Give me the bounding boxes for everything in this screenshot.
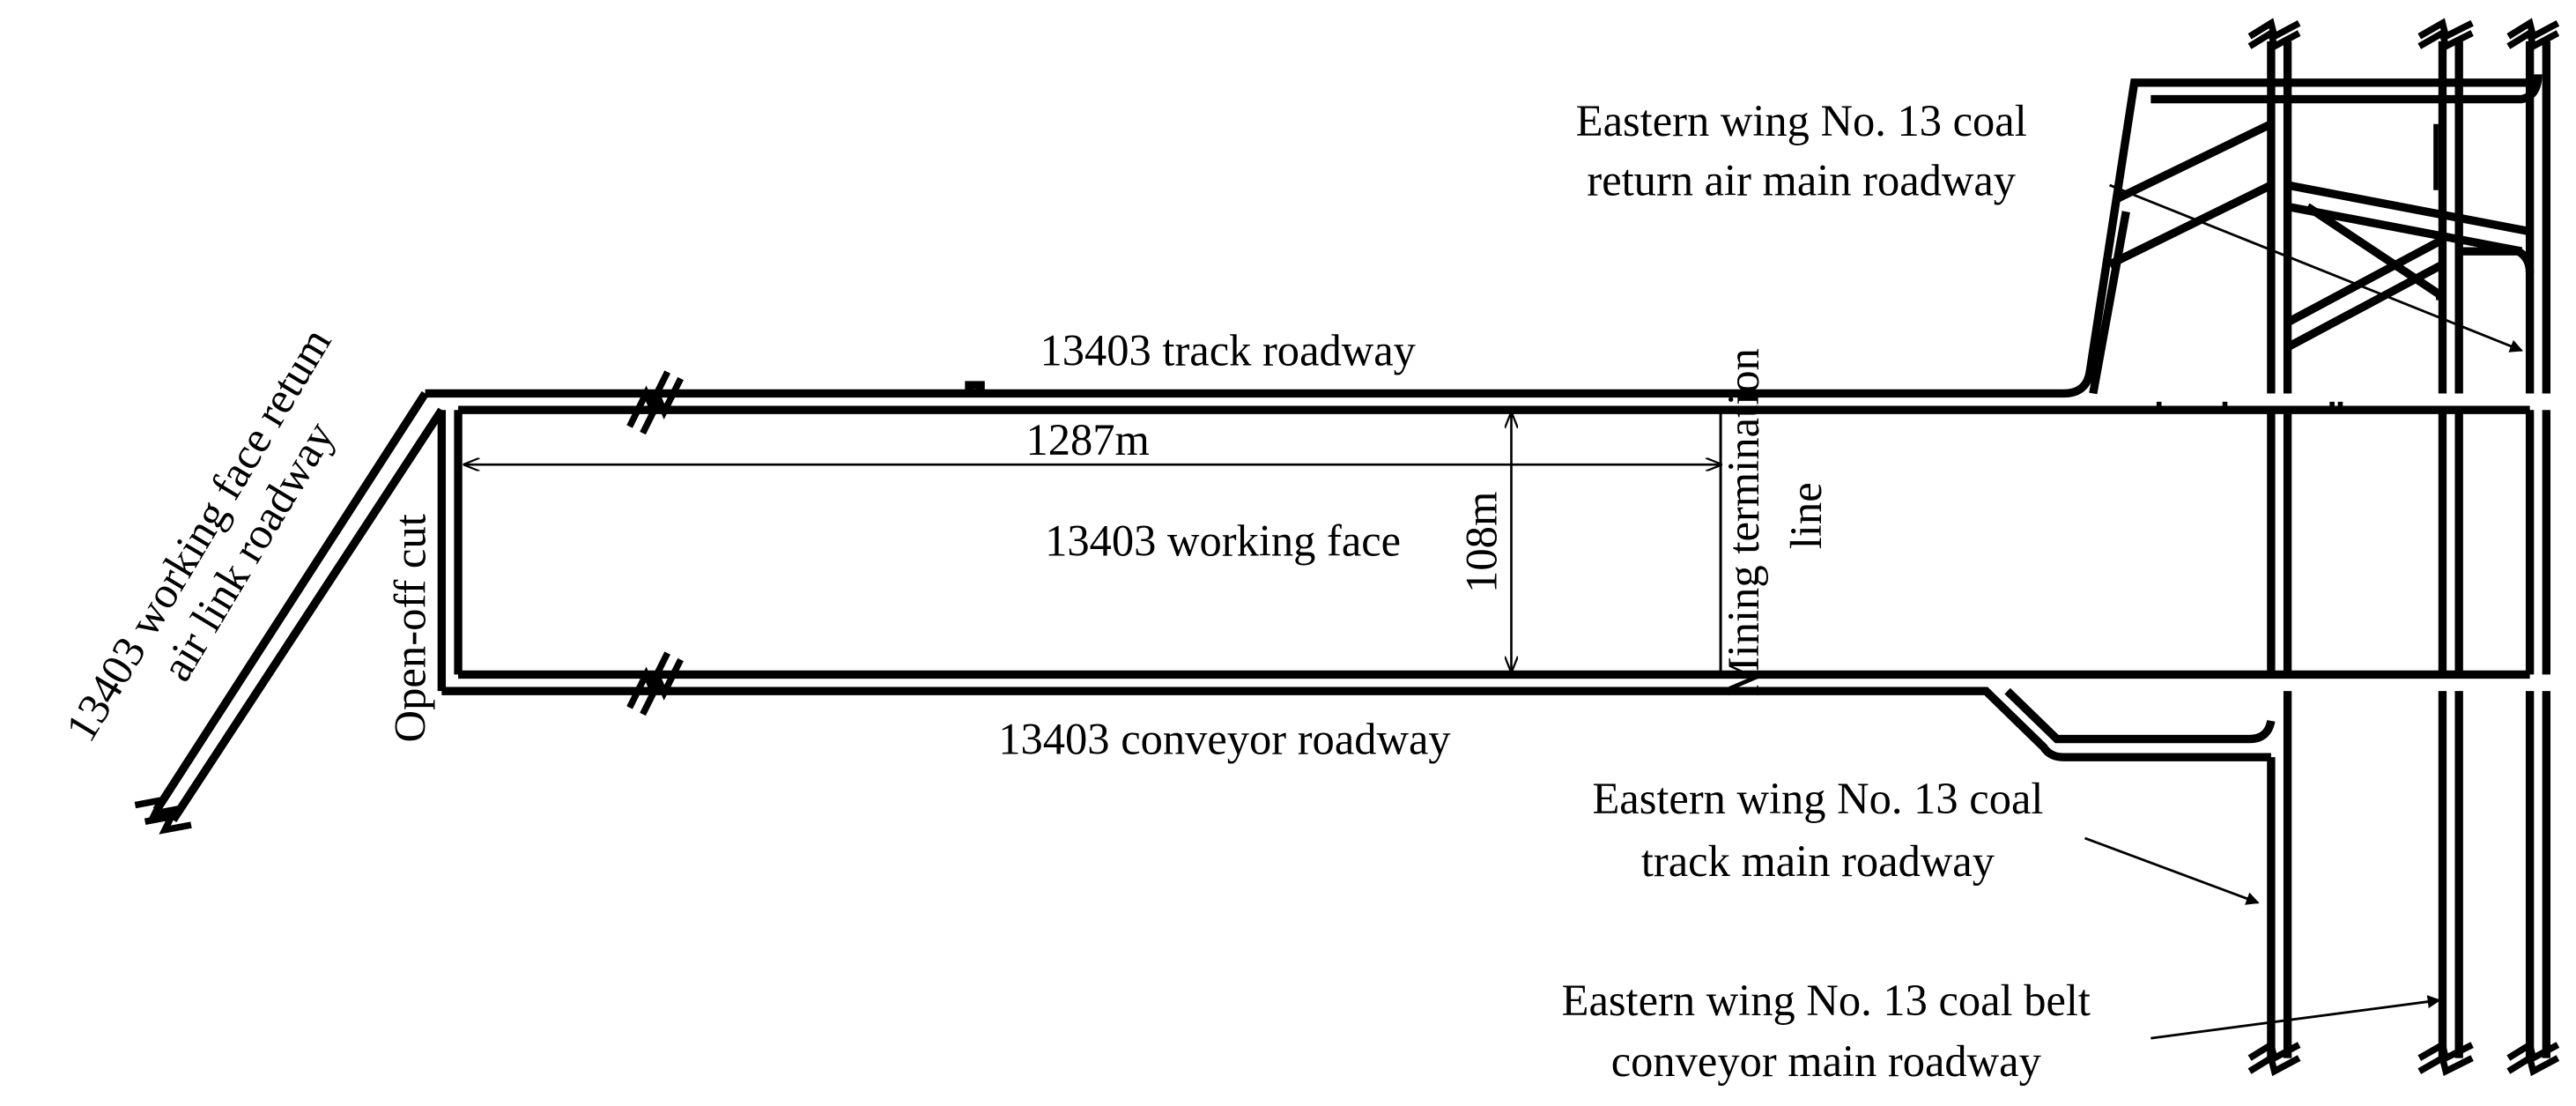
track-roadway — [425, 78, 2534, 414]
mining-termination-label-line1: Mining termination — [1719, 348, 1768, 696]
conveyor-roadway — [441, 670, 2530, 761]
conveyor-roadway-label: 13403 conveyor roadway — [998, 714, 1451, 763]
width-dimension-label: 108m — [1457, 492, 1506, 593]
belt-main-label-line2: conveyor main roadway — [1611, 1036, 2042, 1086]
leader-arrows — [2084, 183, 2524, 1040]
track-main-label-line2: track main roadway — [1641, 836, 1995, 886]
return-air-main-roadway — [2525, 41, 2551, 1058]
belt-main-label-line1: Eastern wing No. 13 coal belt — [1562, 976, 2091, 1025]
open-off-cut — [437, 410, 463, 692]
track-main-roadway — [2267, 41, 2292, 1058]
mining-termination-label-line2: line — [1781, 482, 1831, 549]
break-symbols — [134, 18, 2560, 1077]
main-area-connections — [2089, 74, 2543, 411]
belt-conveyor-main-roadway — [2438, 41, 2463, 1058]
open-off-cut-label: Open-off cut — [386, 514, 435, 742]
return-air-link-roadway — [152, 390, 446, 823]
working-face-label: 13403 working face — [1045, 516, 1401, 565]
length-dimension-label: 1287m — [1026, 415, 1150, 464]
return-air-main-label-line1: Eastern wing No. 13 coal — [1576, 96, 2027, 145]
return-air-link-label-line1: 13403 working face retum — [56, 319, 340, 749]
track-roadway-label: 13403 track roadway — [1040, 326, 1417, 375]
return-air-main-label-line2: return air main roadway — [1587, 155, 2016, 204]
track-main-label-line1: Eastern wing No. 13 coal — [1592, 774, 2043, 823]
